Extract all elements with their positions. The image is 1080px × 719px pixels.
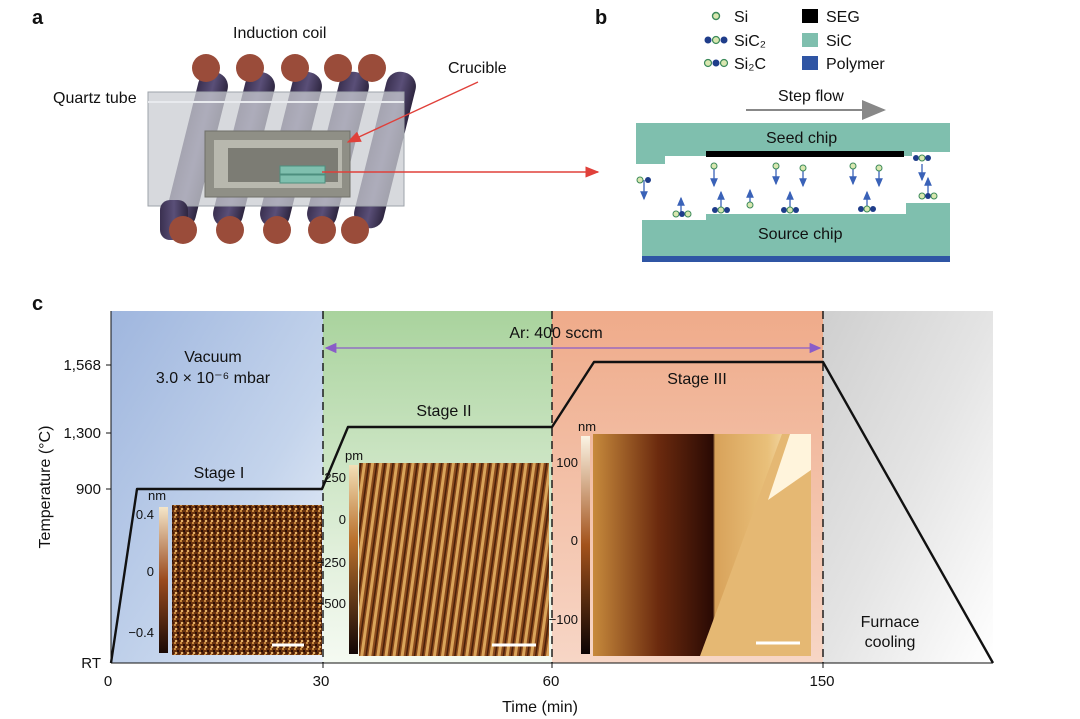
sic-swatch [802,33,818,47]
si2c-molecule-icon [703,58,729,68]
vacuum-label: Vacuum [184,349,242,366]
crucible-pointer-arrow [346,81,479,143]
cooling-region [823,311,993,663]
si-atom-icon [711,11,721,21]
inset3-tick-2: −100 [549,612,578,627]
x-tick-150: 150 [809,673,834,690]
legend-seg: SEG [826,9,860,26]
inset3-tick-0: 100 [556,455,578,470]
source-chip [642,203,950,256]
gas-species [636,154,938,218]
y-tick-rt: RT [81,655,101,672]
crucible-icon [204,130,351,198]
y-tick-900: 900 [76,481,101,498]
x-axis-label: Time (min) [502,699,578,716]
stage1-label: Stage I [194,465,245,482]
inset3-tick-1: 0 [571,533,578,548]
seg-swatch [802,9,818,23]
crucible-label: Crucible [448,60,507,77]
x-tick-60: 60 [543,673,560,690]
temperature-profile-line [109,360,995,664]
afm-inset-stage3: nm 100 0 −100 [549,419,811,656]
panel-b-letter: b [595,7,607,29]
inset2-tick-0: 250 [324,470,346,485]
cooling-label-1: Furnace [861,614,920,631]
inset3-unit: nm [578,419,596,434]
inset2-tick-2: −250 [317,555,346,570]
stage2-label: Stage II [416,403,471,420]
y-tick-1568: 1,568 [63,357,101,374]
induction-coil-label: Induction coil [233,25,326,42]
inset1-tick-bot: −0.4 [128,625,154,640]
seg-layer [706,151,904,157]
polymer-swatch [802,56,818,70]
afm-inset-stage2: pm 250 0 −250 −500 [317,448,549,656]
legend-si: Si [734,9,748,26]
inset2-tick-3: −500 [317,596,346,611]
inset1-tick-mid: 0 [147,564,154,579]
panel-c-letter: c [32,293,43,315]
panel-c: c 1,568 1,300 900 RT 0 30 60 150 Time (m… [32,293,995,716]
x-tick-0: 0 [104,673,112,690]
legend-si2c: Si₂C [734,56,766,73]
step-flow-label: Step flow [778,88,844,105]
stage3-label: Stage III [667,371,727,388]
inset1-tick-top: 0.4 [136,507,154,522]
x-tick-30: 30 [313,673,330,690]
panel-a: a Induction coil Crucible Quartz tube [32,7,600,244]
legend-sic2: SiC₂ [734,33,766,50]
quartz-tube-label: Quartz tube [53,90,137,107]
legend-sic: SiC [826,33,852,50]
inset1-unit: nm [148,488,166,503]
afm-inset-stage1: nm 0.4 0 −0.4 [128,488,322,655]
seed-chip-label: Seed chip [766,130,837,147]
polymer-layer [642,256,950,262]
panel-a-letter: a [32,7,44,29]
inset2-unit: pm [345,448,363,463]
legend-polymer: Polymer [826,56,885,73]
vacuum-pressure-label: 3.0 × 10⁻⁶ mbar [156,370,271,387]
sic2-molecule-icon [704,35,728,45]
source-chip-label: Source chip [758,226,843,243]
cooling-label-2: cooling [865,634,916,651]
ar-flow-label: Ar: 400 sccm [509,325,602,342]
panel-b: b Si SiC₂ Si₂C SEG SiC Polymer Step flow [595,7,950,262]
inset2-tick-1: 0 [339,512,346,527]
coil-front-icon [160,54,386,244]
y-axis-label: Temperature (°C) [37,426,54,549]
y-tick-1300: 1,300 [63,425,101,442]
